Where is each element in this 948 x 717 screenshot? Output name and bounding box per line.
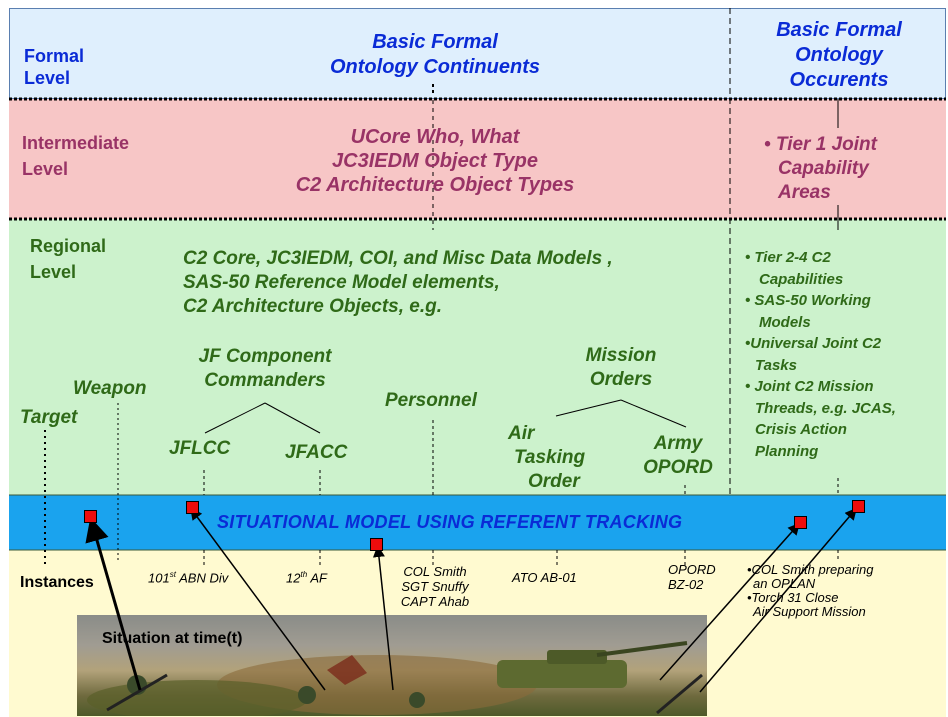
- item-personnel: Personnel: [385, 390, 477, 411]
- instance-abn-div: 101st ABN Div: [148, 570, 229, 586]
- item-weapon: Weapon: [73, 378, 147, 399]
- regional-level-band: [9, 219, 946, 495]
- instance-right-list: •COL Smith preparing an OPLAN •Torch 31 …: [747, 562, 874, 619]
- tier1-capability-areas: • Tier 1 Joint Capability Areas: [764, 134, 877, 203]
- instances-label: Instances: [20, 574, 94, 591]
- orders-to-ato: [555, 399, 622, 417]
- item-jflcc: JFLCC: [169, 438, 231, 459]
- item-air-tasking-order: Air Tasking Order: [508, 423, 586, 492]
- jf-to-jfacc: [264, 402, 321, 434]
- situational-model-title: SITUATIONAL MODEL USING REFERENT TRACKIN…: [217, 512, 683, 532]
- jf-to-jflcc: [204, 402, 266, 434]
- referent-marker-personnel: [370, 538, 383, 551]
- orders-to-opord: [620, 399, 687, 428]
- item-target: Target: [20, 407, 78, 428]
- instance-ato: ATO AB-01: [512, 570, 577, 585]
- formal-level-band: [9, 8, 946, 99]
- battlefield-scene-image: Situation at time(t): [77, 615, 707, 716]
- referent-marker-occurent-2: [852, 500, 865, 513]
- referent-marker-target: [84, 510, 97, 523]
- instance-12th-af: 12th AF: [286, 570, 327, 586]
- intermediate-level-band: [9, 99, 946, 219]
- regional-right-list: • Tier 2-4 C2 Capabilities • SAS-50 Work…: [745, 249, 896, 460]
- regional-center-text: C2 Core, JC3IEDM, COI, and Misc Data Mod…: [183, 248, 613, 317]
- item-jfacc: JFACC: [285, 442, 348, 463]
- referent-marker-occurent-1: [794, 516, 807, 529]
- scene-caption: Situation at time(t): [102, 630, 243, 647]
- referent-marker-jflcc: [186, 501, 199, 514]
